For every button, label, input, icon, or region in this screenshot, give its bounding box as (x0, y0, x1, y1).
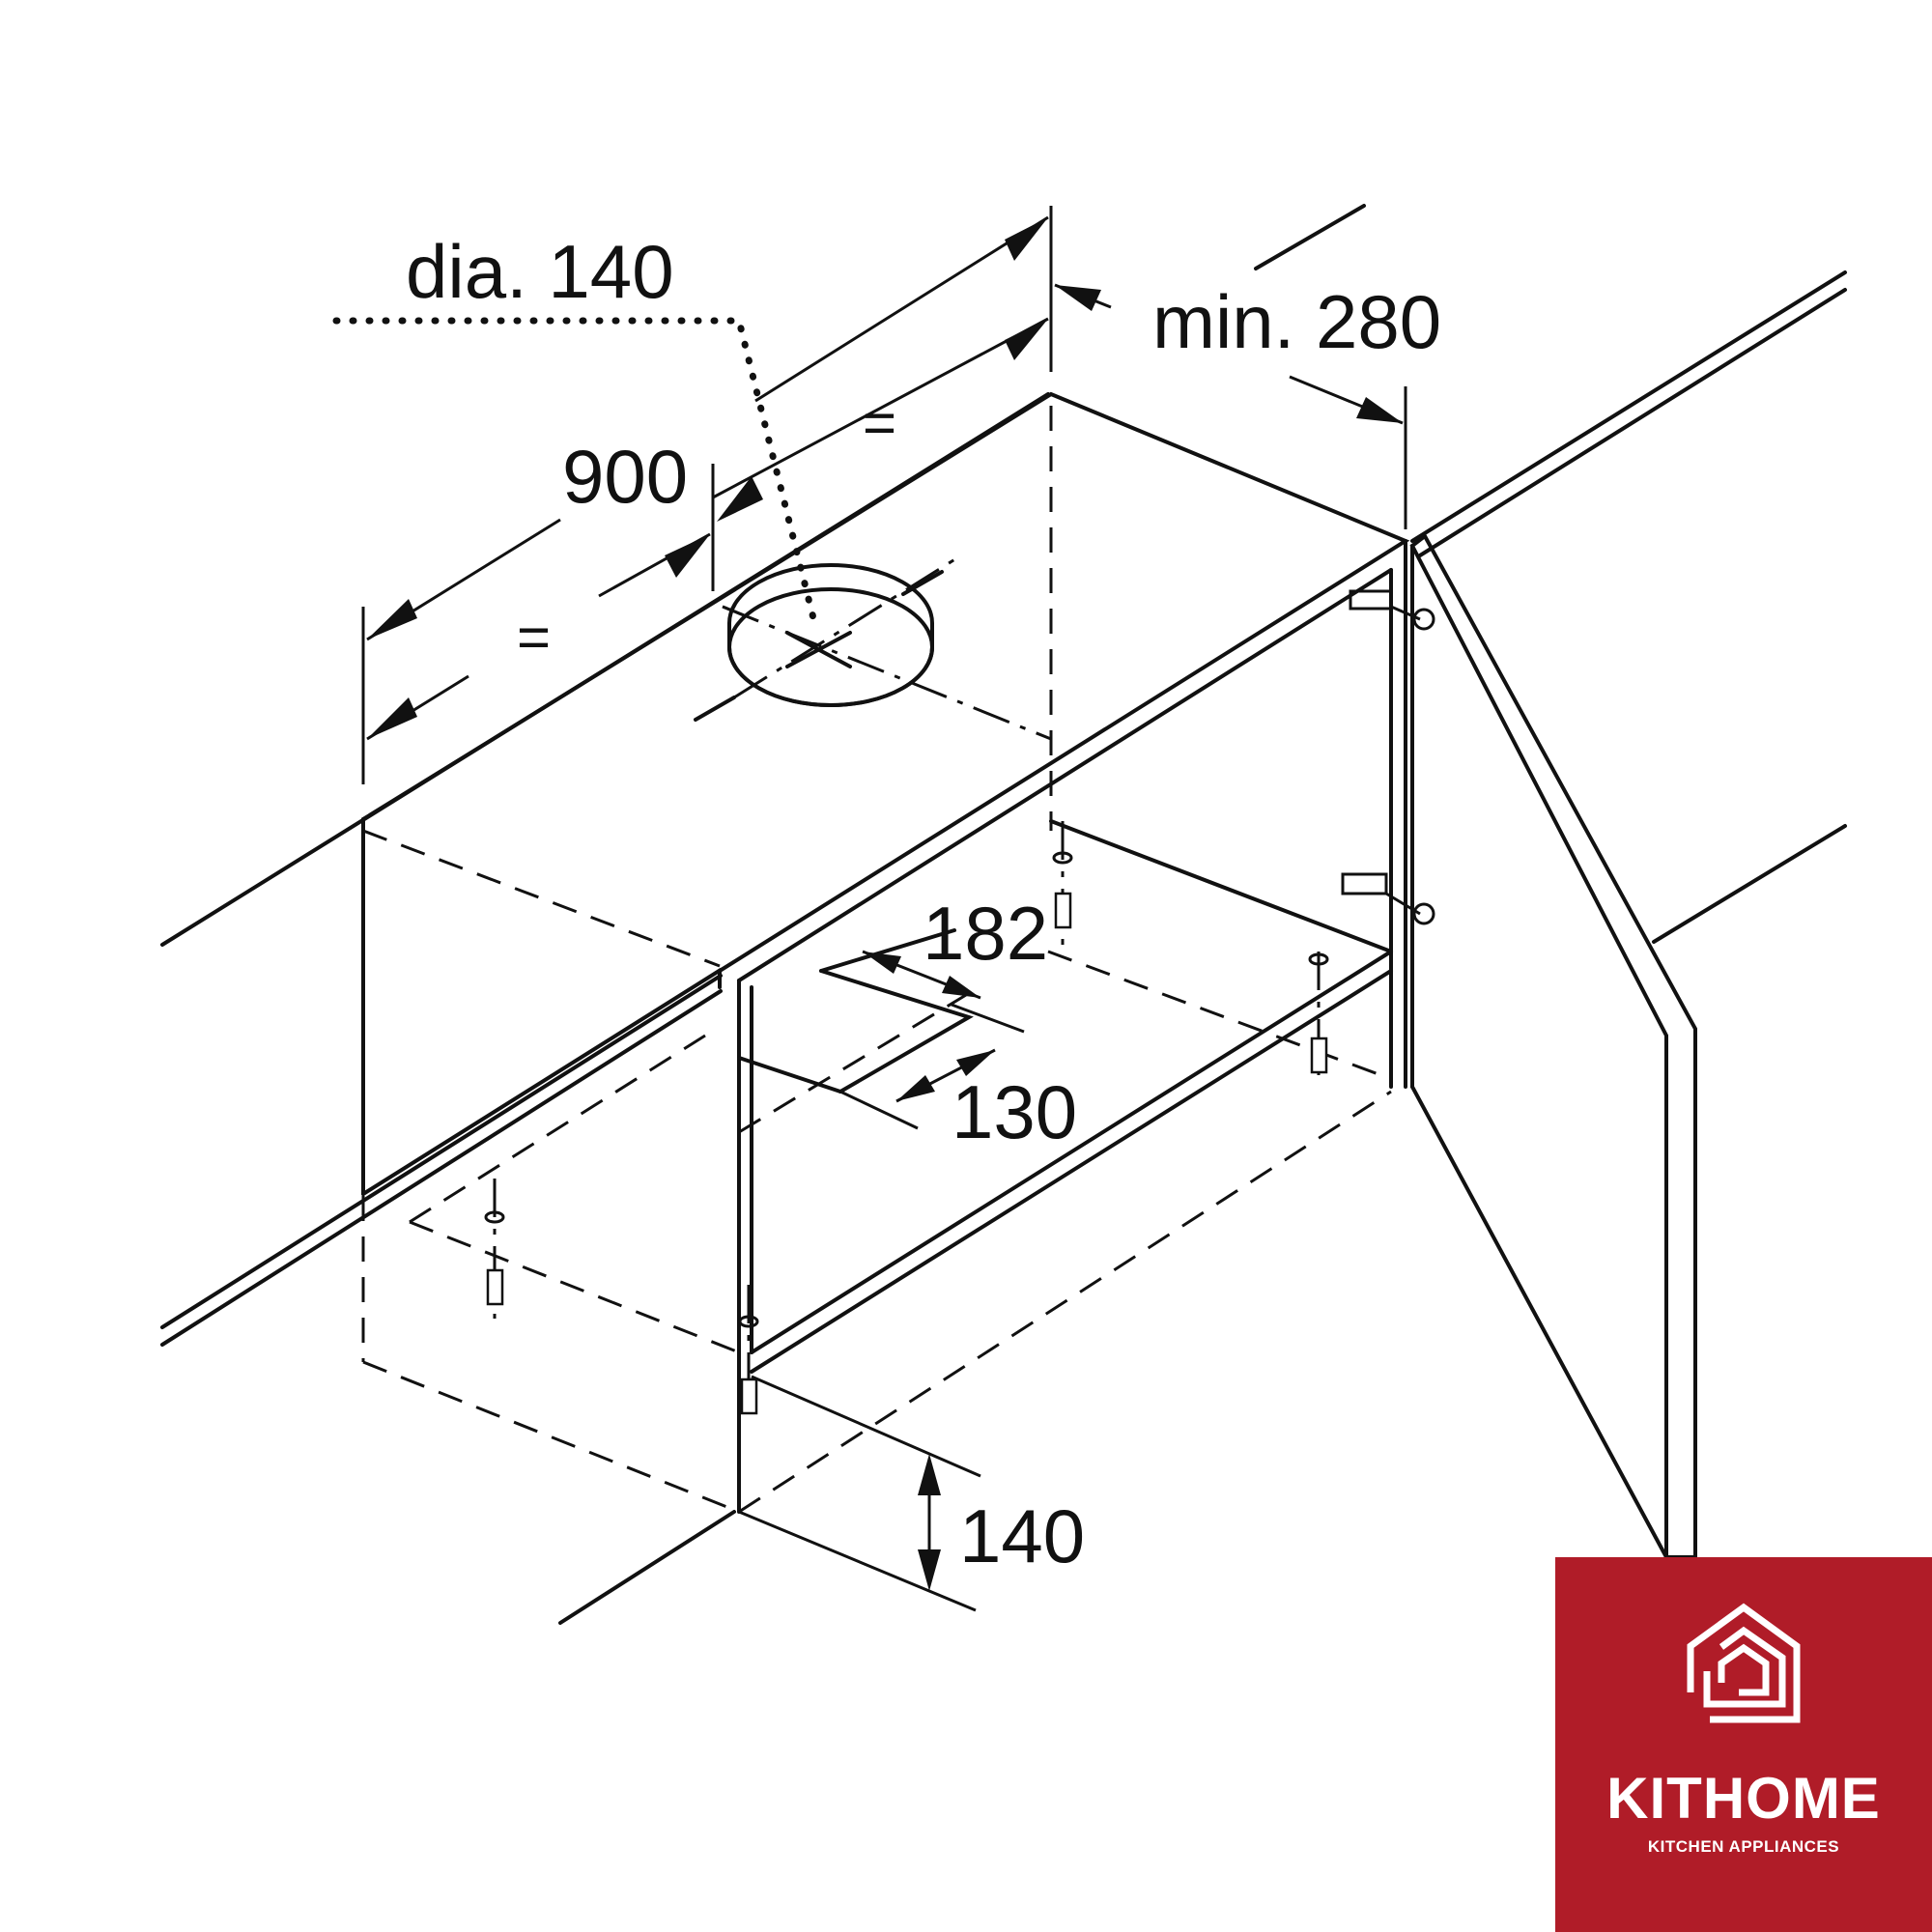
min-depth-label: min. 280 (1152, 279, 1441, 364)
house-outline-icon (1687, 1603, 1801, 1723)
cutout-depth-dimension (839, 1048, 996, 1130)
hidden-cabinet-edges (361, 406, 1392, 1514)
logo-tagline: KITCHEN APPLIANCES (1647, 1837, 1840, 1856)
duct-hole (694, 554, 1052, 741)
height-label: 140 (959, 1493, 1085, 1578)
cabinet-door (1341, 532, 1697, 1559)
screw-2 (1308, 952, 1329, 1087)
height-dimension (738, 1375, 981, 1612)
equal-mark-left: = (517, 605, 551, 669)
kithome-logo: KITHOME KITCHEN APPLIANCES (1555, 1557, 1932, 1932)
depth-dimension (1054, 283, 1407, 529)
equal-mark-right: = (863, 390, 896, 455)
screw-3 (484, 1179, 505, 1319)
diameter-leader (332, 317, 817, 622)
screw-4 (738, 1285, 759, 1415)
hood-body (737, 568, 1393, 1514)
cutout-width-label: 182 (923, 891, 1048, 976)
logo-brand: KITHOME (1606, 1766, 1881, 1831)
screw-1 (1052, 821, 1073, 952)
cabinet-top-panel (361, 391, 1410, 1196)
fixing-screws (484, 821, 1329, 1415)
cutout-width-dimension (862, 950, 1025, 1034)
hinge-top (1349, 589, 1435, 631)
hinge-bottom (1341, 872, 1435, 925)
width-label: 900 (562, 434, 688, 519)
hole-diameter-label: dia. 140 (406, 229, 674, 314)
width-dimension (361, 206, 1053, 784)
cutout-depth-label: 130 (952, 1069, 1077, 1154)
